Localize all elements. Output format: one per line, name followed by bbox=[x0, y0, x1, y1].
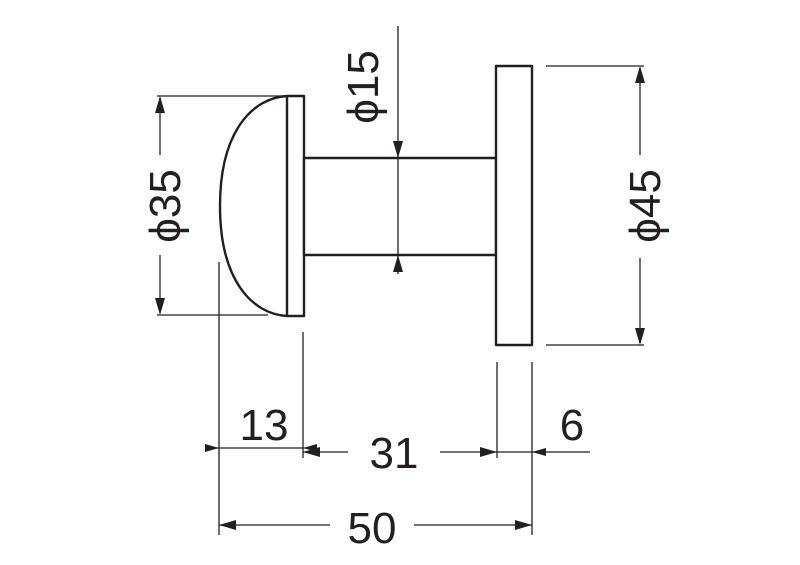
dimension-overall-length: 50 bbox=[219, 504, 532, 553]
dimension-neck-diameter: ϕ15 bbox=[339, 26, 403, 274]
dimension-knob-length: 13 bbox=[205, 401, 317, 452]
extension-lines bbox=[157, 65, 644, 535]
dimension-label-knob-diameter: ϕ35 bbox=[141, 169, 190, 243]
dimension-rose-diameter: ϕ45 bbox=[621, 66, 670, 345]
neck-shaft bbox=[302, 156, 498, 257]
dimension-knob-diameter: ϕ35 bbox=[141, 96, 190, 315]
dimension-label-rose-thickness: 6 bbox=[560, 401, 584, 450]
dimension-neck-length: 31 bbox=[303, 429, 497, 478]
dimension-label-knob-length: 13 bbox=[240, 401, 289, 450]
rose-plate bbox=[494, 64, 534, 347]
dimension-label-neck-diameter: ϕ15 bbox=[339, 50, 388, 124]
dimension-label-rose-diameter: ϕ45 bbox=[621, 169, 670, 243]
dimension-label-overall-length: 50 bbox=[348, 504, 397, 553]
knob-head bbox=[218, 94, 306, 318]
door-knob-outline bbox=[218, 64, 534, 347]
dimension-rose-thickness: 6 bbox=[497, 401, 590, 456]
dimension-label-neck-length: 31 bbox=[370, 429, 419, 478]
